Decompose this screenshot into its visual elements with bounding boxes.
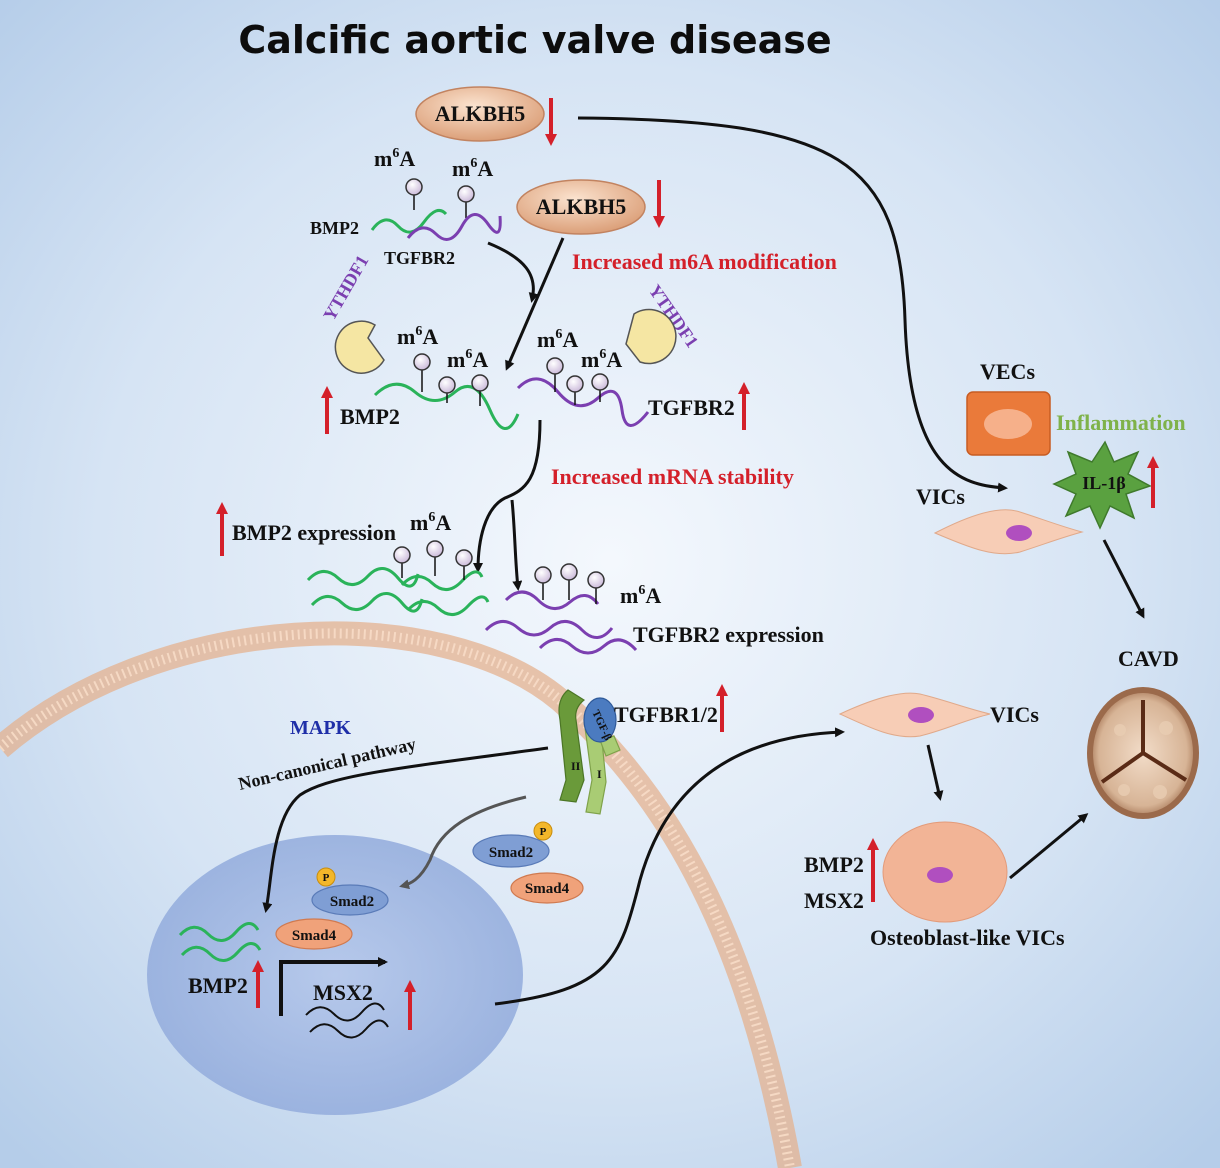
svg-text:ALKBH5: ALKBH5: [435, 101, 525, 126]
inflammation-to-cavd-arrow: [1102, 539, 1145, 619]
cavd-label: CAVD: [1118, 646, 1179, 671]
mapk-label: MAPK: [290, 717, 352, 739]
m6a-label: m6A: [410, 510, 451, 535]
bmp2-mrna-nucleus: [178, 922, 262, 962]
m6a-label: m6A: [581, 347, 622, 372]
tgfbr12-label: TGFBR1/2: [614, 702, 718, 727]
alkbh5-top: ALKBH5: [415, 86, 545, 142]
stability-arrow-left: [473, 419, 542, 573]
stability-arrow-right: [510, 499, 523, 591]
tgfbr2-mrna-mid: [516, 377, 650, 427]
msx2-right-label: MSX2: [804, 888, 864, 913]
il1b-starburst: IL-1β: [1052, 440, 1152, 530]
svg-text:Smad2: Smad2: [489, 845, 533, 861]
bmp2-mrna-mid: [373, 382, 520, 430]
vic-cell-top: [933, 509, 1084, 555]
tgfbr2-mid-label: TGFBR2: [648, 395, 735, 420]
upper-mrna-arrow: [487, 241, 539, 303]
bmp2-right-label: BMP2: [804, 852, 864, 877]
tgfbr2-upper-label: TGFBR2: [384, 248, 455, 268]
svg-text:IL-1β: IL-1β: [1082, 473, 1126, 493]
msx2-nucleus-label: MSX2: [313, 980, 373, 1005]
alkbh5-mid-arrow: [505, 237, 565, 371]
msx2-to-vics-arrow: [494, 727, 845, 1006]
msx2-mrna: [305, 1002, 389, 1039]
bmp2-expression-label: BMP2 expression: [232, 520, 396, 545]
svg-text:P: P: [323, 872, 330, 884]
mapk-arrow: [262, 746, 549, 913]
smad4-cytoplasm: Smad4: [510, 872, 584, 904]
svg-text:II: II: [571, 759, 581, 773]
smad4-nucleus: Smad4: [275, 918, 353, 950]
tgfbr2-expression-group: m6A: [484, 563, 661, 655]
smad2-cytoplasm: Smad2 P: [472, 821, 553, 868]
vics-top-label: VICs: [916, 484, 965, 509]
osteoblast-to-cavd-arrow: [1009, 813, 1089, 880]
bmp2-expression-group: m6A: [306, 510, 490, 616]
svg-text:P: P: [540, 826, 547, 838]
vic-cell-mid: [838, 692, 991, 738]
page-title: Calcific aortic valve disease: [238, 18, 831, 62]
smad-translocation-arrow: [399, 795, 527, 890]
increased-stability-label: Increased mRNA stability: [551, 464, 794, 489]
osteoblast-label: Osteoblast-like VICs: [870, 925, 1065, 950]
nucleus: [147, 835, 523, 1115]
upper-m6a-group: m6A m6A BMP2 TGFBR2: [310, 146, 502, 268]
tgf-beta-receptor: TGF-β II I: [558, 689, 621, 815]
calcified-valve: [1087, 687, 1199, 819]
svg-text:ALKBH5: ALKBH5: [536, 194, 626, 219]
osteoblast-cell: [882, 821, 1008, 923]
tgfbr2-mrna-upper: [406, 213, 502, 241]
m6a-label: m6A: [447, 347, 488, 372]
smad2-nucleus: Smad2 P: [311, 867, 389, 916]
inflammation-label: Inflammation: [1056, 410, 1186, 435]
vics-to-osteoblast-arrow: [926, 744, 944, 801]
cell-membrane: [0, 621, 802, 1168]
bmp2-nucleus-label: BMP2: [188, 973, 248, 998]
transcription-arrow: [279, 957, 388, 1016]
tgfbr2-expression-label: TGFBR2 expression: [633, 622, 824, 647]
middle-m6a-group: m6A m6A m6A m6A BMP2 TGFBR2: [340, 324, 735, 430]
increased-m6a-label: Increased m6A modification: [572, 249, 837, 274]
m6a-label: m6A: [537, 327, 578, 352]
svg-text:Smad4: Smad4: [525, 881, 570, 897]
m6a-label: m6A: [374, 146, 415, 171]
m6a-label: m6A: [397, 324, 438, 349]
vecs-label: VECs: [980, 359, 1035, 384]
bmp2-upper-label: BMP2: [310, 218, 359, 238]
svg-text:Smad2: Smad2: [330, 894, 374, 910]
bmp2-mrna-upper: [370, 208, 448, 234]
vics-mid-label: VICs: [990, 702, 1039, 727]
alkbh5-to-vics-arrow: [577, 116, 1008, 493]
svg-text:I: I: [597, 767, 602, 781]
alkbh5-mid: ALKBH5: [516, 179, 646, 235]
bmp2-mid-label: BMP2: [340, 404, 400, 429]
vec-cell: [966, 391, 1051, 456]
svg-text:Smad4: Smad4: [292, 928, 337, 944]
m6a-label: m6A: [620, 583, 661, 608]
m6a-label: m6A: [452, 156, 493, 181]
